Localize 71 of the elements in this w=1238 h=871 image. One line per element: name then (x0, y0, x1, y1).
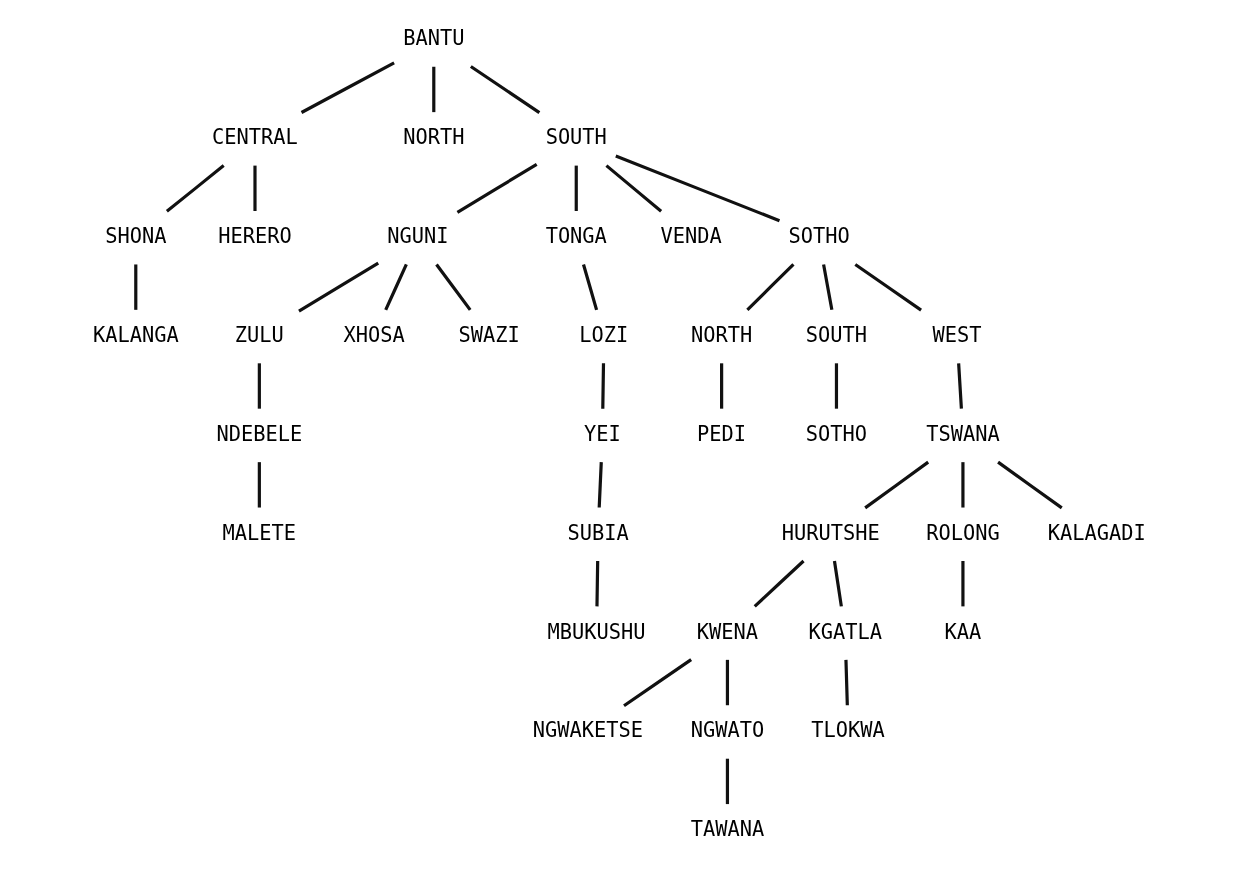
node-text: ZULU (234, 323, 284, 348)
connector (574, 165, 578, 211)
connector (832, 560, 843, 607)
node-text: NGWAKETSE (532, 718, 643, 743)
connector (257, 363, 261, 409)
node-text: SHONA (104, 224, 166, 249)
node-text: NGWATO (690, 718, 764, 743)
connector (297, 261, 379, 313)
node-text: KALANGA (92, 323, 179, 348)
connector (383, 263, 408, 311)
node-text: LOZI (578, 323, 628, 348)
connector (753, 559, 805, 608)
node-text: HERERO (217, 224, 292, 249)
node-text: NDEBELE (215, 421, 302, 446)
node-text: BANTU (402, 26, 464, 51)
connector (719, 363, 723, 409)
node-text: TLOKWA (810, 718, 885, 743)
node-text: SOUTH (805, 323, 867, 348)
connector (725, 659, 729, 706)
connector (133, 264, 137, 310)
node-text: VENDA (659, 224, 722, 249)
node-text: SOUTH (545, 125, 607, 150)
connector (581, 264, 598, 311)
node-text: KGATLA (807, 619, 882, 644)
node-text: YEI (583, 421, 621, 446)
connector (622, 658, 692, 708)
connector (821, 264, 833, 311)
node-text: WEST (932, 323, 982, 348)
node-text: TSWANA (925, 421, 1000, 446)
connector (956, 363, 963, 409)
node-text: SOTHO (805, 421, 867, 446)
connector (725, 758, 729, 805)
connector (614, 154, 780, 223)
connector (996, 460, 1063, 510)
node-text: SUBIA (566, 520, 629, 545)
node-text: XHOSA (343, 323, 405, 348)
node-text: SWAZI (457, 323, 520, 348)
connector (594, 561, 599, 607)
connector (853, 263, 922, 312)
node-text: HURUTSHE (781, 520, 880, 545)
connector (745, 263, 795, 311)
node-text: CENTRAL (211, 125, 298, 150)
connector (604, 164, 662, 213)
connector (165, 164, 225, 213)
node-text: TONGA (545, 224, 607, 249)
node-text: TAWANA (690, 817, 764, 842)
connector (834, 363, 838, 409)
connector (843, 659, 849, 706)
connector (600, 363, 605, 409)
connector (960, 462, 965, 508)
node-text: KAA (944, 619, 981, 644)
node-text: NORTH (402, 125, 464, 150)
connector (252, 165, 257, 211)
node-text: PEDI (696, 421, 746, 446)
node-text: MALETE (222, 520, 296, 545)
node-text: ROLONG (925, 520, 1000, 545)
node-text: SOTHO (787, 224, 850, 249)
connector (597, 462, 603, 508)
node-text: KWENA (696, 619, 758, 644)
node-text: NGUNI (386, 224, 448, 249)
connector (431, 66, 435, 113)
connector (456, 163, 537, 214)
connector (434, 263, 471, 311)
node-text: NORTH (690, 323, 752, 348)
connector (863, 460, 929, 510)
node-text: MBUKUSHU (547, 619, 646, 644)
connector (469, 65, 540, 114)
connector (257, 462, 261, 508)
connector (300, 61, 395, 114)
connector (960, 561, 965, 607)
node-text: KALAGADI (1047, 520, 1146, 545)
